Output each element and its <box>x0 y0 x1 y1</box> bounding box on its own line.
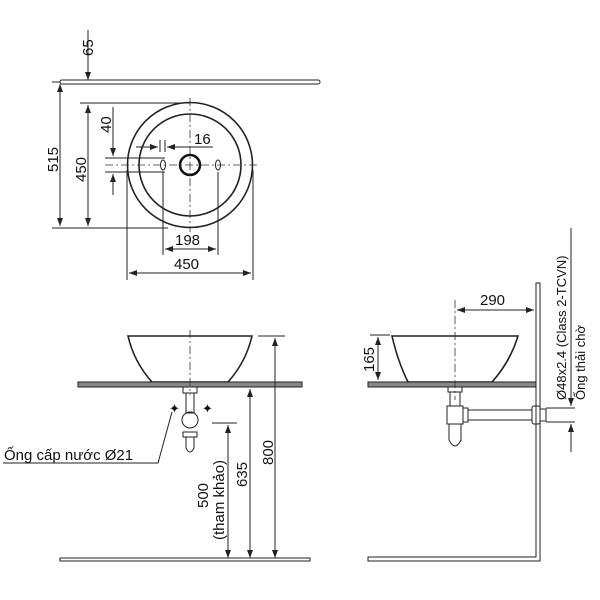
floor <box>59 557 311 562</box>
drain-label: Ống thải chờ <box>573 325 588 400</box>
drain-pipe <box>467 409 533 421</box>
dim-total-height: 800 <box>260 440 277 465</box>
dim-counter-height: 635 <box>234 462 251 487</box>
dim-supply-note: (tham khảo) <box>211 460 228 540</box>
dim-basin-width: 450 <box>174 256 199 273</box>
dim-faucet-hole: 16 <box>194 131 211 148</box>
dim-counter-offset: 65 <box>80 39 97 56</box>
wall <box>367 282 541 562</box>
side-view: 290 165 Ø48x2.4 (Class 2-TCVN) Ống thải … <box>361 228 588 562</box>
p-trap <box>446 386 547 447</box>
dim-supply-height: 500 <box>195 483 212 508</box>
supply-valve-left: ✦ <box>169 401 180 416</box>
dim-faucet-offset: 40 <box>98 116 115 133</box>
dim-basin-height: 165 <box>361 347 378 372</box>
dim-wall-offset: 290 <box>480 292 505 309</box>
dim-depth-total: 515 <box>45 147 62 172</box>
dim-faucet-spacing: 198 <box>175 232 200 249</box>
supply-valve-right: ✦ <box>202 401 213 416</box>
countertop-side <box>367 381 537 388</box>
front-view: ✦ ✦ Ống cấp nước Ø21 800 635 500 (tham k… <box>3 330 311 562</box>
dim-basin-depth: 450 <box>73 157 90 182</box>
top-view: 65 515 450 40 16 198 450 <box>45 30 321 280</box>
drain-tailpiece <box>181 386 199 453</box>
supply-pipe-label: Ống cấp nước Ø21 <box>4 446 133 464</box>
drain-spec: Ø48x2.4 (Class 2-TCVN) <box>554 256 569 400</box>
counter-edge <box>59 79 321 85</box>
